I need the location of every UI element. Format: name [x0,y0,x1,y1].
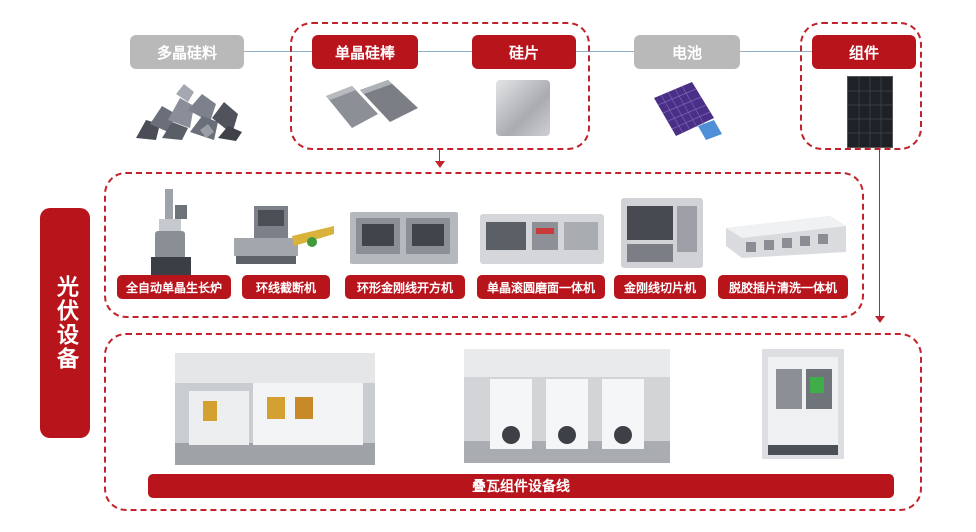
equipment-label-ring-squaring: 环形金刚线开方机 [345,275,465,299]
wire-cutoff-machine-image [232,202,336,268]
module-image [847,76,893,148]
equipment-label-degumming-cleaning: 脱胶插片清洗一体机 [718,275,848,299]
polysilicon-tag: 多晶硅料 [130,35,244,69]
mono-ingot-tag: 单晶硅棒 [312,35,418,69]
equipment-label-rounding-grinding: 单晶滚圆磨面一体机 [477,275,605,299]
module-line-photo-3 [762,349,844,459]
ring-squaring-machine-image [348,204,460,268]
equipment-label-crystal-growth-furnace: 全自动单晶生长炉 [117,275,231,299]
polysilicon-image [132,80,244,142]
cell-tag: 电池 [634,35,740,69]
mono-ingot-image [322,78,422,132]
degumming-cleaning-machine-image [724,212,848,260]
arrow-to-module-line-head [875,316,885,323]
equipment-label-diamond-wire-slicer: 金刚线切片机 [614,275,706,299]
wafer-tag: 硅片 [472,35,576,69]
crystal-growth-furnace-image [145,185,197,275]
diamond-wire-slicer-image [619,196,705,270]
module-line-photo-1 [175,353,375,465]
arrow-to-module-line-line [879,150,880,316]
arrow-to-equipment-line [439,150,440,162]
arrow-to-equipment-head [435,161,445,168]
module-group-frame [800,22,922,150]
module-tag: 组件 [812,35,916,69]
wafer-image [496,80,550,136]
module-line-frame [104,333,922,511]
equipment-row-frame [104,172,864,318]
shingled-module-line-label: 叠瓦组件设备线 [148,474,894,498]
rounding-grinding-machine-image [478,208,606,268]
photovoltaic-equipment-label: 光伏设备 [40,208,90,438]
solar-cell-image [652,78,732,142]
module-line-photo-2 [464,349,670,463]
equipment-label-wire-cutoff: 环线截断机 [242,275,330,299]
ingot-wafer-group-frame [290,22,590,150]
